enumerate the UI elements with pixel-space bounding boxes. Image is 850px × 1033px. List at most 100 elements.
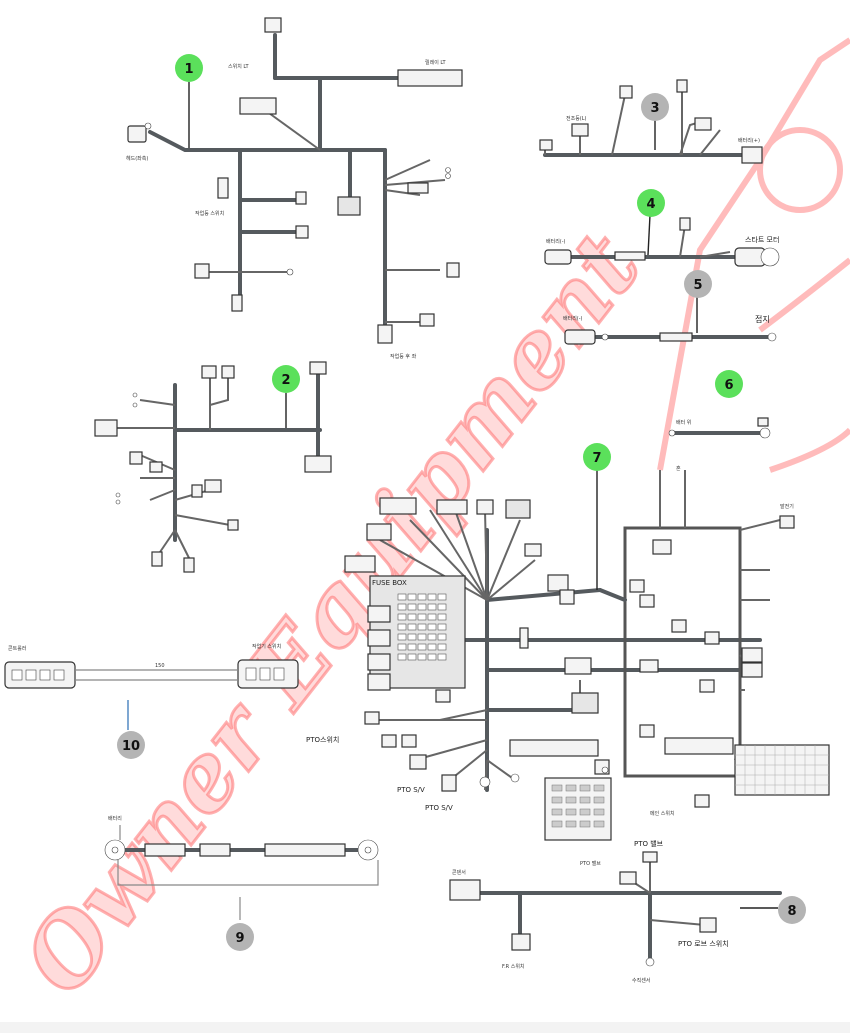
connector xyxy=(127,125,147,143)
svg-text:9: 9 xyxy=(235,931,244,946)
callout-5: 5 xyxy=(684,270,712,298)
connector xyxy=(639,594,655,608)
connector xyxy=(397,69,463,87)
connector xyxy=(694,794,710,808)
connector xyxy=(377,324,393,344)
connector xyxy=(476,499,494,515)
svg-text:PTO스위치: PTO스위치 xyxy=(306,735,339,744)
callout-1: 1 xyxy=(175,54,203,82)
connector xyxy=(664,737,734,755)
connector xyxy=(129,451,143,465)
svg-text:배터리: 배터리 xyxy=(108,815,122,822)
connector xyxy=(366,523,392,541)
connector xyxy=(446,262,460,278)
callout-4: 4 xyxy=(637,189,665,217)
connector xyxy=(435,689,451,703)
svg-text:전조등(L): 전조등(L) xyxy=(566,115,587,122)
connector xyxy=(619,85,633,99)
svg-text:6: 6 xyxy=(724,378,733,393)
connector xyxy=(571,123,589,137)
connector xyxy=(449,879,481,901)
svg-text:배터리(+): 배터리(+) xyxy=(738,137,760,144)
connector xyxy=(295,191,307,205)
svg-text:배터리(-): 배터리(-) xyxy=(546,238,566,245)
callout-7: 7 xyxy=(583,443,611,471)
connector xyxy=(151,551,163,567)
connector xyxy=(217,177,229,199)
connector xyxy=(201,365,217,379)
harness-5: 배터리(-) 접지 xyxy=(563,314,777,345)
large-grid-connector xyxy=(734,744,830,796)
callout-9: 9 xyxy=(226,923,254,951)
connector xyxy=(204,479,222,493)
connector xyxy=(511,933,531,951)
svg-text:배터리(-): 배터리(-) xyxy=(563,315,583,322)
connector xyxy=(191,484,203,498)
connector xyxy=(401,734,417,748)
callout-3: 3 xyxy=(641,93,669,121)
svg-text:7: 7 xyxy=(592,451,601,466)
harness-3: 전조등(L) 배터리(+) xyxy=(539,79,763,164)
connector xyxy=(419,313,435,327)
connector xyxy=(364,711,380,725)
svg-text:10: 10 xyxy=(122,739,140,754)
svg-text:150: 150 xyxy=(155,663,165,669)
connector xyxy=(547,574,569,592)
svg-text:4: 4 xyxy=(646,197,655,212)
connector xyxy=(564,657,592,675)
svg-text:스타트 모터: 스타트 모터 xyxy=(745,235,779,244)
connector xyxy=(619,871,637,885)
connector xyxy=(571,692,599,714)
connector xyxy=(441,774,457,792)
svg-text:메인 스위치: 메인 스위치 xyxy=(650,810,675,817)
svg-text:작업등 스위치: 작업등 스위치 xyxy=(195,210,224,217)
connector xyxy=(671,619,687,633)
connector xyxy=(199,843,231,857)
connector xyxy=(183,557,195,573)
harness-9: 배터리 xyxy=(104,815,379,920)
connector xyxy=(639,724,655,738)
svg-text:PTO 밸브: PTO 밸브 xyxy=(580,860,601,867)
svg-text:PTO S/V: PTO S/V xyxy=(397,786,425,794)
svg-text:발전기: 발전기 xyxy=(780,503,794,510)
connector xyxy=(381,734,397,748)
svg-text:PTO S/V: PTO S/V xyxy=(425,804,453,812)
svg-text:배터 위: 배터 위 xyxy=(676,419,691,426)
connector xyxy=(367,629,391,647)
connector xyxy=(659,332,693,342)
connector xyxy=(642,851,658,863)
svg-text:F.R 스위치: F.R 스위치 xyxy=(502,963,525,970)
connector xyxy=(94,419,118,437)
callout-2: 2 xyxy=(272,365,300,393)
connector xyxy=(505,499,531,519)
connector xyxy=(149,461,163,473)
svg-text:PTO 밸브: PTO 밸브 xyxy=(634,839,664,848)
connector xyxy=(309,361,327,375)
harness-8: 콘덴서 F.R 스위치 수직센서 PTO 로브 스위치 PTO 밸브 PTO 밸… xyxy=(449,839,782,984)
connector xyxy=(614,251,646,261)
callouts: 1 2 3 4 5 6 7 8 9 10 xyxy=(117,54,806,951)
connector xyxy=(734,247,766,267)
connector xyxy=(367,673,391,691)
connector xyxy=(344,555,376,573)
connector xyxy=(704,631,720,645)
connector xyxy=(679,217,691,231)
harness-6: 배터 위 xyxy=(668,417,771,439)
connector xyxy=(194,263,210,279)
connector xyxy=(221,365,235,379)
harness-2 xyxy=(94,361,332,573)
connector xyxy=(741,146,763,164)
connector xyxy=(741,647,763,663)
svg-text:스위치 LT: 스위치 LT xyxy=(228,63,249,70)
callout-leaders xyxy=(188,82,778,909)
harness-10: 150 콘트롤러 작업기 스위치 xyxy=(4,643,299,730)
connector xyxy=(544,249,572,265)
connector xyxy=(779,515,795,529)
connector xyxy=(304,455,332,473)
connector xyxy=(639,659,659,673)
connector xyxy=(699,679,715,693)
svg-text:2: 2 xyxy=(281,373,290,388)
connector xyxy=(699,917,717,933)
svg-text:헤드(좌측): 헤드(좌측) xyxy=(126,155,148,162)
svg-text:접지: 접지 xyxy=(755,314,770,324)
